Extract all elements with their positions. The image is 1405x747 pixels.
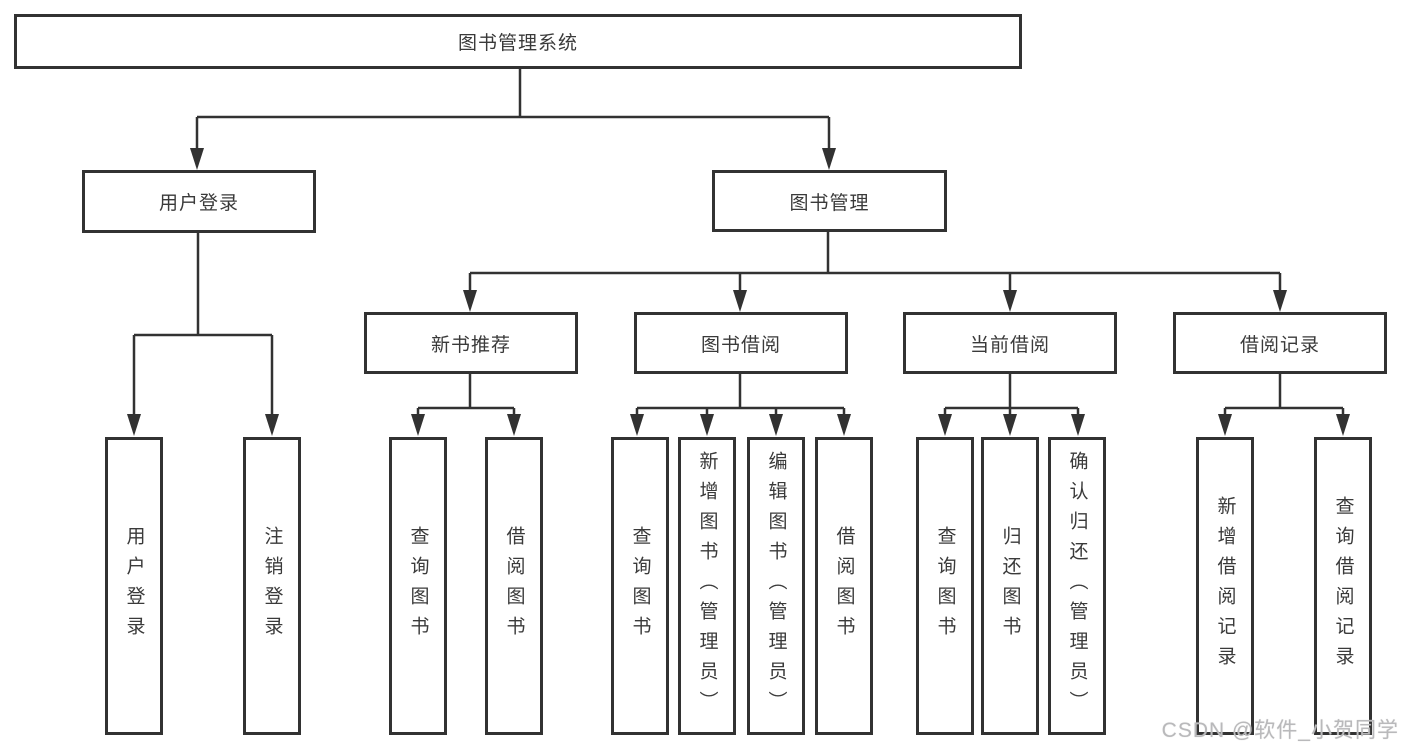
node-borrow-records-label: 借阅记录 [1239,334,1320,356]
node-book-borrow-label: 图书借阅 [700,334,781,356]
leaf-user-login: 用户登录 [105,437,163,735]
connector-new-book [416,374,516,417]
leaf-user-login-label: 用户登录 [123,526,145,646]
leaf-query-books-current: 查询图书 [916,437,974,735]
leaf-add-borrow-record-label: 新增借阅记录 [1214,496,1236,676]
node-book-management-label: 图书管理 [789,192,870,214]
node-book-borrow: 图书借阅 [634,312,848,374]
leaf-borrow-books-recommend-label: 借阅图书 [503,526,525,646]
node-root: 图书管理系统 [14,14,1022,69]
leaf-confirm-return-admin: 确认归还（管理员） [1048,437,1106,735]
connector-book-management [468,232,1282,292]
node-root-label: 图书管理系统 [457,33,578,54]
leaf-borrow-books-borrow-label: 借阅图书 [833,526,855,646]
leaf-query-books-recommend-label: 查询图书 [407,526,429,646]
connector-root [195,68,831,150]
csdn-watermark: CSDN @软件_小贺同学 [1161,719,1399,742]
leaf-return-book-label: 归还图书 [999,526,1021,646]
connector-user-login [132,233,274,416]
arrowheads [127,148,1350,436]
node-user-login: 用户登录 [82,170,316,233]
leaf-query-borrow-record-label: 查询借阅记录 [1332,496,1354,676]
connector-current-borrow [943,374,1080,417]
leaf-borrow-books-borrow: 借阅图书 [815,437,873,735]
leaf-logout-label: 注销登录 [261,526,283,646]
leaf-add-book-admin: 新增图书（管理员） [678,437,736,735]
leaf-query-books-borrow-label: 查询图书 [629,526,651,646]
node-current-borrow-label: 当前借阅 [969,334,1050,356]
leaf-query-books-current-label: 查询图书 [934,526,956,646]
leaf-edit-book-admin-label: 编辑图书（管理员） [765,451,787,721]
node-book-management: 图书管理 [712,170,947,232]
leaf-logout: 注销登录 [243,437,301,735]
leaf-query-books-recommend: 查询图书 [389,437,447,735]
leaf-add-book-admin-label: 新增图书（管理员） [696,451,718,721]
leaf-query-borrow-record: 查询借阅记录 [1314,437,1372,735]
node-new-book-recommend-label: 新书推荐 [430,334,511,356]
leaf-edit-book-admin: 编辑图书（管理员） [747,437,805,735]
node-user-login-label: 用户登录 [158,193,239,214]
node-current-borrow: 当前借阅 [903,312,1117,374]
node-new-book-recommend: 新书推荐 [364,312,578,374]
leaf-confirm-return-admin-label: 确认归还（管理员） [1066,451,1088,721]
leaf-return-book: 归还图书 [981,437,1039,735]
leaf-add-borrow-record: 新增借阅记录 [1196,437,1254,735]
node-borrow-records: 借阅记录 [1173,312,1387,374]
connector-borrow-records [1223,374,1345,417]
leaf-query-books-borrow: 查询图书 [611,437,669,735]
leaf-borrow-books-recommend: 借阅图书 [485,437,543,735]
connector-book-borrow [635,374,846,417]
